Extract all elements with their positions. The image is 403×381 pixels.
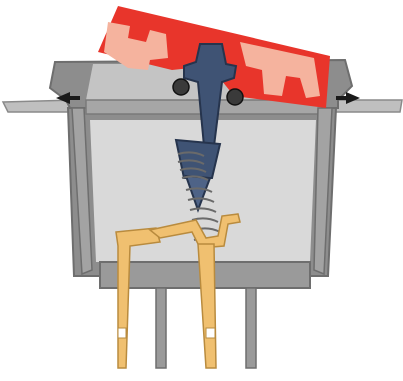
tip-middle [206, 328, 215, 338]
pivot-ball-left [173, 79, 189, 95]
terminal-middle [198, 244, 216, 368]
tip-left [118, 328, 126, 338]
panel-left [3, 100, 75, 112]
pin-left-gray [156, 288, 166, 368]
panel-right [330, 100, 402, 112]
pivot-ball-right [227, 89, 243, 105]
pin-right-gray [246, 288, 256, 368]
plunger-head [176, 140, 220, 178]
